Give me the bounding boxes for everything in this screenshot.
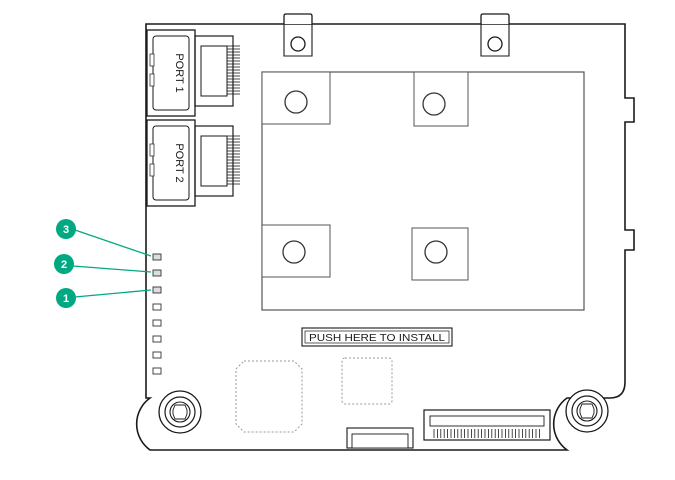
thermal-pad-top-right [413, 71, 469, 127]
led-7 [152, 351, 162, 359]
thermal-pad-bottom-left [261, 224, 331, 278]
callout-2-number: 2 [61, 259, 67, 271]
led-5 [152, 319, 162, 327]
top-mounting-tab-left [283, 13, 313, 57]
led-4 [152, 303, 162, 311]
large-chip [235, 360, 303, 433]
mounting-screw-right [565, 389, 609, 433]
callout-3-number: 3 [63, 224, 69, 236]
thermal-pad-top-left [261, 71, 331, 125]
top-mounting-tab-right [480, 13, 510, 57]
bottom-edge-connector [346, 427, 414, 449]
port-2-label: PORT 2 [173, 143, 185, 182]
port-2-connector: PORT 2 [146, 119, 240, 207]
callout-1-number: 1 [63, 293, 69, 305]
led-2 [152, 269, 162, 277]
led-1 [152, 286, 162, 294]
small-chip [341, 357, 393, 405]
led-3 [152, 253, 162, 261]
callout-1: 1 [56, 288, 76, 308]
status-leds [152, 253, 162, 375]
led-6 [152, 335, 162, 343]
port-1-connector: PORT 1 [146, 29, 240, 117]
mounting-screw-left [158, 390, 202, 434]
callout-3: 3 [56, 219, 76, 239]
push-here-label: PUSH HERE TO INSTALL [301, 327, 453, 347]
port-1-label: PORT 1 [173, 53, 185, 92]
led-8 [152, 367, 162, 375]
callout-leaders [72, 229, 152, 298]
callout-2: 2 [54, 254, 74, 274]
push-here-text: PUSH HERE TO INSTALL [309, 333, 445, 344]
ribbon-connector [423, 409, 551, 441]
thermal-pad-bottom-right [411, 227, 469, 281]
